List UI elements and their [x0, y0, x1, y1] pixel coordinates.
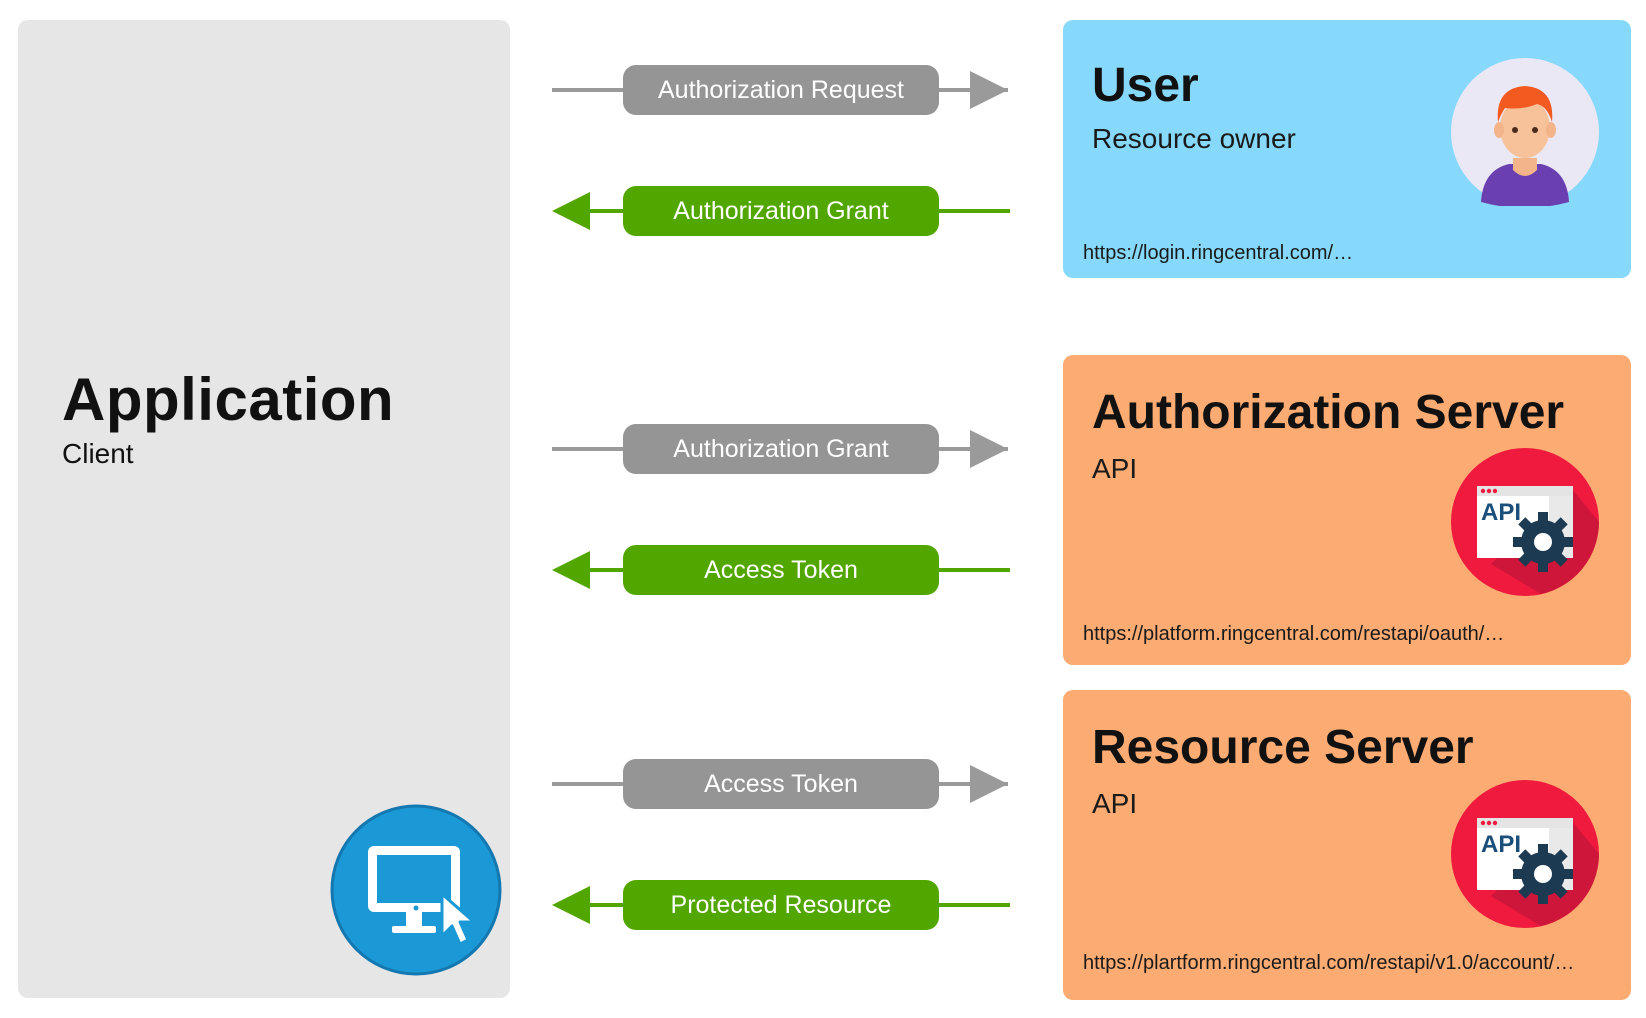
api-gear-icon: API	[1451, 780, 1599, 928]
person-avatar-icon	[1451, 58, 1599, 208]
api-gear-icon: API	[1451, 448, 1599, 596]
flow-label-authorization-grant: Authorization Grant	[623, 186, 939, 236]
flow-label-authorization-grant: Authorization Grant	[623, 424, 939, 474]
resource-server-panel: Resource Server API https://plartform.ri…	[1063, 690, 1631, 1000]
arrow-right-icon	[970, 765, 1008, 803]
flow-label-authorization-request: Authorization Request	[623, 65, 939, 115]
arrow-right-icon	[970, 71, 1008, 109]
application-subtitle: Client	[62, 438, 134, 469]
resource-server-subtitle: API	[1092, 788, 1138, 819]
user-panel: User Resource owner https://login.ringce…	[1063, 20, 1631, 278]
authorization-server-title: Authorization Server	[1092, 386, 1565, 439]
svg-text:API: API	[1481, 831, 1521, 858]
resource-server-title: Resource Server	[1092, 721, 1474, 774]
arrow-left-icon	[552, 886, 590, 924]
authorization-server-panel: Authorization Server API https://platfor…	[1063, 355, 1631, 665]
application-title: Application	[62, 366, 395, 433]
flow-label-protected-resource: Protected Resource	[623, 880, 939, 930]
arrow-left-icon	[552, 192, 590, 230]
user-title: User	[1092, 59, 1199, 112]
authorization-server-url: https://platform.ringcentral.com/restapi…	[1083, 623, 1505, 645]
application-panel: Application Client	[18, 20, 510, 998]
user-subtitle: Resource owner	[1092, 123, 1296, 154]
resource-server-url: https://plartform.ringcentral.com/restap…	[1083, 952, 1575, 974]
computer-click-icon	[330, 804, 502, 976]
flow-label-access-token: Access Token	[623, 759, 939, 809]
flow-label-access-token: Access Token	[623, 545, 939, 595]
arrow-right-icon	[970, 430, 1008, 468]
authorization-server-subtitle: API	[1092, 453, 1138, 484]
arrow-left-icon	[552, 551, 590, 589]
svg-text:API: API	[1481, 499, 1521, 526]
user-url: https://login.ringcentral.com/…	[1083, 242, 1354, 264]
